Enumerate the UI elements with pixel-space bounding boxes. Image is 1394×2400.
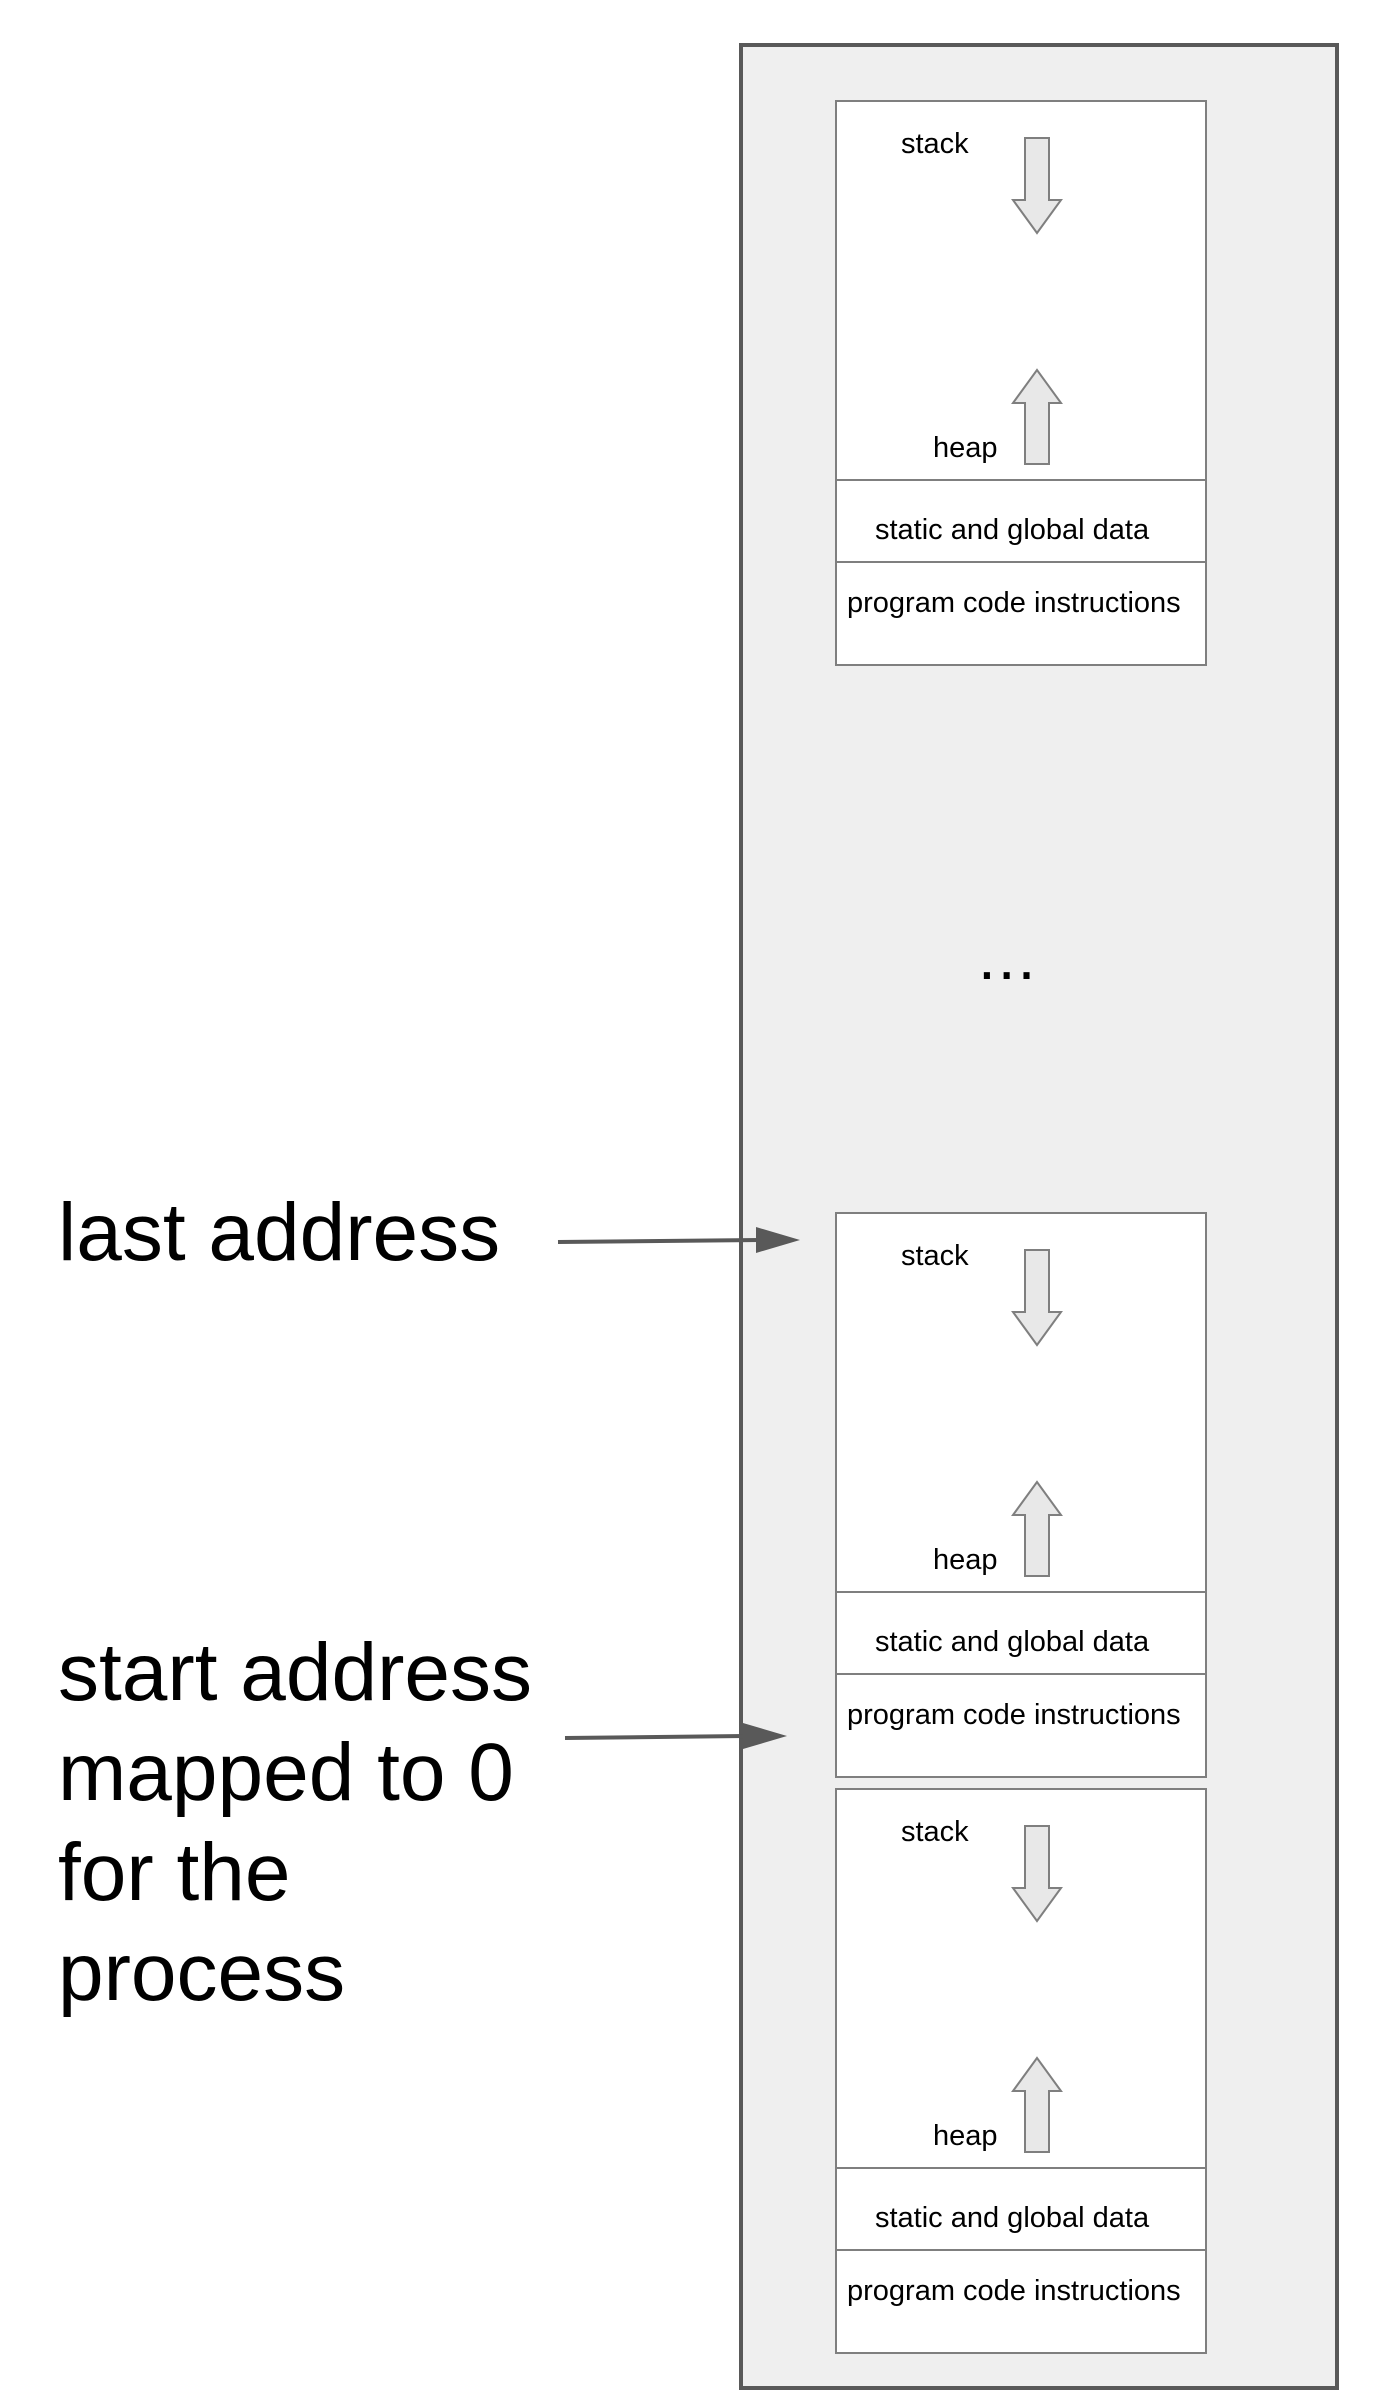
segment-divider: [837, 561, 1205, 563]
stack-label: stack: [901, 1816, 969, 1848]
heap-up-arrow-icon: [1011, 2056, 1063, 2153]
static-global-data-label: static and global data: [875, 1626, 1150, 1658]
heap-label: heap: [933, 1544, 998, 1576]
heap-label: heap: [933, 432, 998, 464]
segment-divider: [837, 2167, 1205, 2169]
heap-up-arrow-icon: [1011, 368, 1063, 465]
stack-down-arrow-icon: [1011, 1825, 1063, 1923]
program-code-label: program code instructions: [847, 587, 1181, 619]
segment-divider: [837, 2249, 1205, 2251]
stack-down-arrow-icon: [1011, 137, 1063, 235]
ellipsis: ...: [978, 921, 1038, 993]
process-block-middle: stack heap static and global data progra…: [835, 1212, 1207, 1778]
program-code-label: program code instructions: [847, 1699, 1181, 1731]
heap-label: heap: [933, 2120, 998, 2152]
static-global-data-label: static and global data: [875, 514, 1150, 546]
segment-divider: [837, 1673, 1205, 1675]
program-code-label: program code instructions: [847, 2275, 1181, 2307]
stack-label: stack: [901, 128, 969, 160]
heap-up-arrow-icon: [1011, 1480, 1063, 1577]
process-block-top: stack heap static and global data progra…: [835, 100, 1207, 666]
last-address-label: last address: [58, 1187, 501, 1278]
segment-divider: [837, 479, 1205, 481]
segment-divider: [837, 1591, 1205, 1593]
stack-label: stack: [901, 1240, 969, 1272]
stack-down-arrow-icon: [1011, 1249, 1063, 1347]
static-global-data-label: static and global data: [875, 2202, 1150, 2234]
start-address-label: start address mapped to 0 for the proces…: [58, 1627, 532, 2018]
process-block-bottom: stack heap static and global data progra…: [835, 1788, 1207, 2354]
